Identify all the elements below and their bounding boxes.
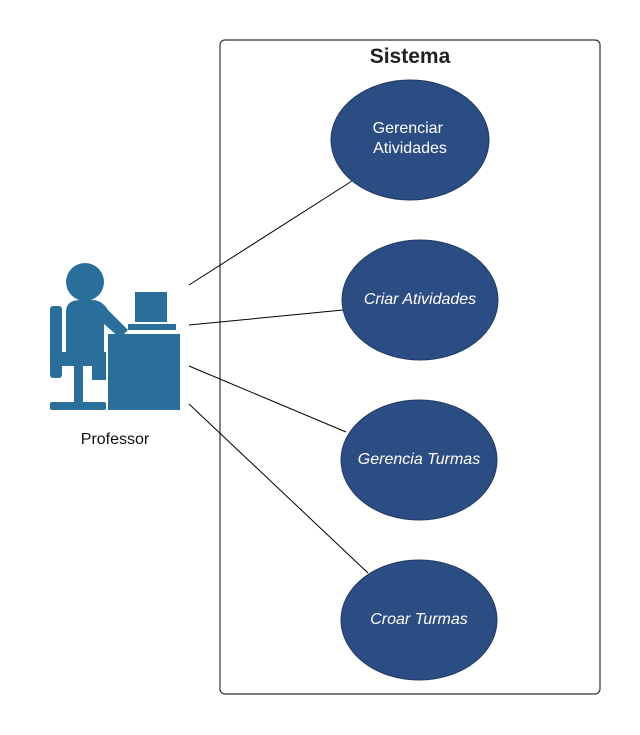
actor-keyboard <box>128 324 176 330</box>
association-line-uc3 <box>188 365 347 433</box>
association-line-uc2 <box>188 309 344 326</box>
system-title: Sistema <box>370 45 451 68</box>
person-at-computer-icon[interactable] <box>50 263 180 410</box>
actor-shin <box>92 352 106 380</box>
association-line-uc1 <box>188 180 353 286</box>
usecase-gerenciar-atividades[interactable]: Gerenciar Atividades <box>330 79 490 201</box>
usecase-label: Gerencia Turmas <box>358 451 480 468</box>
actor-desk <box>108 334 180 410</box>
usecase-croar-turmas[interactable]: Croar Turmas <box>340 559 498 681</box>
actor-chair-back <box>50 306 62 378</box>
usecase-criar-atividades[interactable]: Criar Atividades <box>341 239 499 361</box>
usecase-ellipse <box>330 79 490 201</box>
actor-chair-base <box>50 402 106 410</box>
usecase-label: Criar Atividades <box>364 291 476 308</box>
actor-chair-post <box>74 366 83 404</box>
usecase-label: Gerenciar Atividades <box>373 120 448 157</box>
usecase-ellipse <box>340 559 498 681</box>
actor-head <box>66 263 104 301</box>
actor-monitor <box>135 292 167 322</box>
usecase-label: Croar Turmas <box>370 611 468 628</box>
usecase-ellipse <box>340 399 498 521</box>
usecase-gerencia-turmas[interactable]: Gerencia Turmas <box>340 399 498 521</box>
association-line-uc4 <box>188 403 369 574</box>
usecase-ellipse <box>341 239 499 361</box>
actor-torso <box>66 300 128 352</box>
system-boundary <box>219 39 601 695</box>
actor-label: Professor <box>81 431 150 448</box>
